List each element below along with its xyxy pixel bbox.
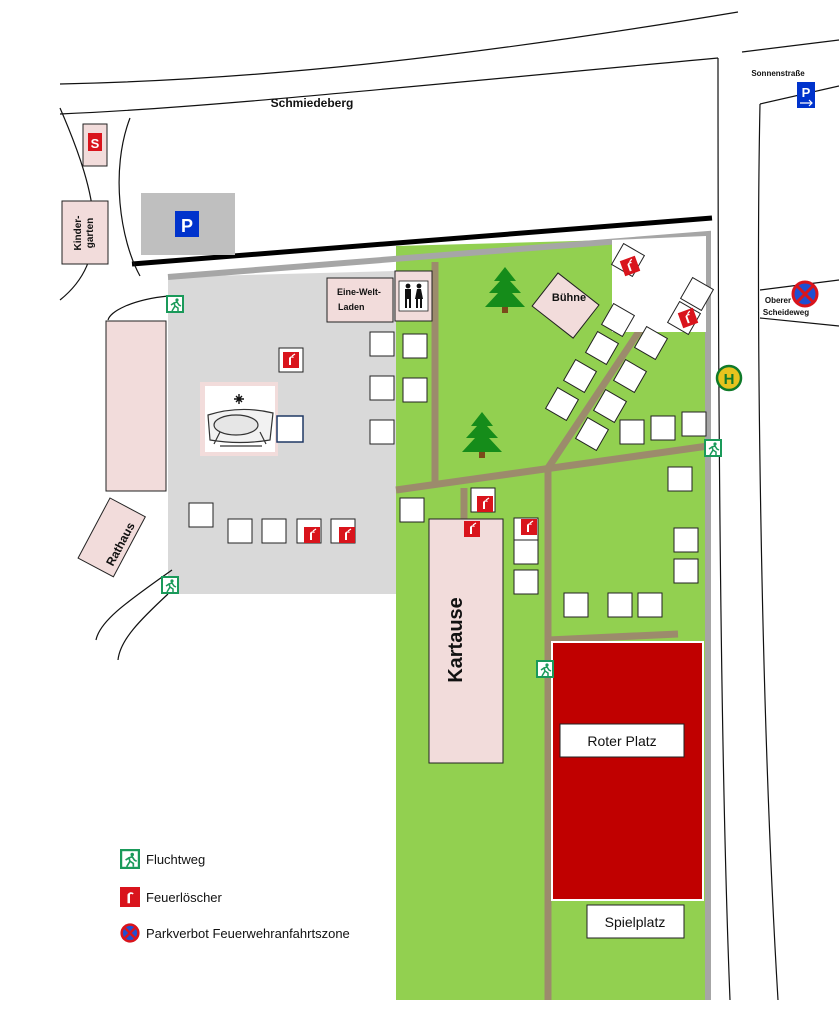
street-sonnenstrasse-north: [741, 39, 839, 53]
street-schmiedeberg-south: [59, 57, 719, 115]
legend-escape-route-label: Fluchtweg: [146, 851, 206, 867]
street-west-lower-b: [117, 593, 169, 661]
street-label-scheideweg-2: Scheideweg: [763, 308, 809, 317]
toilet-icon: [398, 280, 429, 312]
roter-platz-label: Roter Platz: [587, 733, 656, 749]
parking-letter: P: [181, 216, 193, 236]
roter-platz-label-box: [559, 723, 685, 758]
sparkasse-icon: [88, 133, 102, 151]
arrow-right-icon: [800, 99, 813, 107]
spielplatz-box: [586, 904, 685, 939]
fire-extinguisher-icon: [120, 887, 140, 907]
legend-escape-route: Fluchtweg: [120, 848, 205, 870]
no-parking-sign-icon: [791, 280, 819, 308]
bank-letter: S: [91, 136, 100, 151]
street-scheideweg-south: [759, 317, 839, 327]
street-west-lower-a: [95, 569, 173, 641]
bus-stop-letter: H: [724, 371, 735, 388]
kartause-label: Kartause: [445, 597, 467, 683]
street-label-scheideweg-1: Oberer: [765, 296, 791, 305]
fire-extinguisher-icons: [278, 255, 699, 544]
parking-sign-letter: P: [802, 85, 811, 100]
kartause-building: [428, 518, 504, 764]
booth-nativity-side: [276, 415, 304, 443]
running-man-exit-icon: [120, 849, 140, 869]
buehne-label: Bühne: [552, 292, 586, 304]
legend-fire-extinguisher-label: Feuerlöscher: [146, 889, 222, 905]
kindergarten-building: [61, 200, 109, 265]
black-barrier: [131, 215, 713, 267]
street-schmiedeberg: [59, 11, 739, 85]
footpaths: [395, 262, 709, 1000]
street-label-schmiedeberg: Schmiedeberg: [271, 96, 354, 110]
street-east-far: [757, 103, 779, 1001]
long-building-west: [105, 320, 167, 492]
street-curve-left: [118, 117, 141, 277]
map-legend: Fluchtweg Feuerlöscher Parkverbot Feuerw…: [120, 848, 420, 948]
roter-platz-area: [551, 641, 704, 901]
nativity-crib-icon: [207, 394, 274, 447]
legend-fire-extinguisher: Feuerlöscher: [120, 886, 222, 908]
street-east: [717, 57, 731, 1001]
eine-welt-laden-label-2: Laden: [338, 302, 365, 312]
eine-welt-laden-building: [326, 277, 394, 323]
parking-icon: [175, 211, 199, 237]
buehne-building: [531, 272, 600, 339]
bus-stop-icon: [715, 364, 743, 392]
rathaus-building: [77, 497, 146, 578]
spielplatz-label: Spielplatz: [605, 914, 666, 930]
legend-no-parking: Parkverbot Feuerwehranfahrtszone: [120, 922, 350, 944]
street-label-sonnenstrasse: Sonnenstraße: [751, 69, 805, 78]
kindergarten-label-1: Kinder-: [73, 216, 84, 251]
toilet-figures: [405, 283, 423, 308]
eine-welt-laden-label-1: Eine-Welt-: [337, 287, 381, 297]
kindergarten-label-2: garten: [85, 218, 96, 249]
legend-no-parking-label: Parkverbot Feuerwehranfahrtszone: [146, 925, 350, 941]
no-parking-sign-icon: [120, 923, 140, 943]
street-west-upper: [107, 295, 169, 321]
boundary-fence: [167, 230, 711, 1000]
